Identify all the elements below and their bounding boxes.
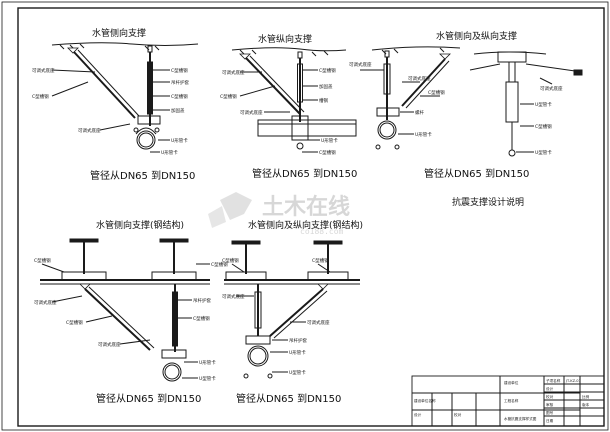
watermark: 土木在线 co188.com (208, 192, 350, 236)
watermark-brand: 土木在线 (262, 194, 350, 220)
tb-cell: 设计 (546, 386, 554, 391)
pipe-section (377, 120, 397, 140)
label: 可调式底座 (98, 341, 121, 348)
label: C型槽钢 (171, 93, 188, 100)
label: C型槽钢 (66, 319, 83, 326)
tb-cell: 校对 (546, 394, 554, 399)
label: U型管卡 (535, 149, 552, 156)
brace-channel (401, 58, 446, 107)
diagram-lateral-longitudinal-brace-steel: 水管侧向及纵向支撑(钢结构) C型槽钢 C型槽钢 可调式底座 可调式底座 吊杆护… (222, 219, 363, 405)
label: 可调式底座 (240, 109, 263, 116)
diagram3-title: 水管侧向及纵向支撑 (436, 30, 517, 42)
tb-cell: 建设单位 (504, 380, 519, 385)
tb-cell: 校对 (454, 412, 462, 417)
tb-cell: 建设单位名称 (414, 398, 436, 403)
label: 可调式底座 (540, 85, 563, 92)
watermark-logo-icon (208, 192, 252, 228)
tb-cell: 图号 (546, 410, 554, 415)
label: C型槽钢 (34, 257, 51, 264)
label: 吊杆护套 (193, 297, 211, 304)
label: C型槽钢 (312, 257, 329, 264)
rod-stiffener (147, 61, 153, 115)
label: U形管卡 (171, 137, 188, 144)
label: U型管卡 (535, 101, 552, 108)
tb-cell: JT-KZ-01 (565, 379, 581, 383)
pipe-elevation (505, 81, 519, 123)
label: C型槽钢 (211, 261, 228, 268)
label: 吊杆护套 (171, 79, 189, 86)
label: 可调式底座 (222, 293, 245, 300)
label: 加固盖 (319, 83, 333, 90)
label: C型槽钢 (220, 93, 237, 100)
ceiling-line (231, 47, 347, 52)
label: 可调式底座 (349, 61, 372, 68)
label: 吊杆护套 (289, 337, 307, 344)
brace-channel (84, 288, 151, 351)
watermark-url: co188.com (300, 227, 344, 236)
diagram2-pipe-range: 管径从DN65 到DN150 (252, 167, 357, 180)
label: C型槽钢 (171, 67, 188, 74)
label: 可调式底座 (32, 67, 55, 74)
diagram2-title: 水管纵向支撑 (258, 33, 312, 45)
ceiling-line (371, 46, 461, 51)
design-note-title: 抗震支撑设计说明 (452, 196, 524, 208)
tb-drawing-name: 水管抗震支撑样式图 (504, 416, 537, 421)
label: 可调式底座 (34, 299, 57, 306)
label: U形管卡 (199, 359, 216, 366)
brace-channel (73, 51, 136, 119)
pipe-elevation (257, 119, 357, 137)
label: C型槽钢 (319, 67, 336, 74)
label: U型管卡 (199, 375, 216, 382)
tb-cell: 比例 (582, 394, 590, 399)
label: C型槽钢 (428, 89, 445, 96)
diagram-longitudinal-brace: 水管纵向支撑 可调式底座 C型槽钢 C型槽钢 加固盖 槽钢 可调式底座 U形管卡… (220, 33, 357, 180)
label: 槽钢 (319, 97, 328, 104)
label: U形管卡 (415, 131, 432, 138)
diagram3-pipe-range: 管径从DN65 到DN150 (424, 167, 529, 180)
tb-cell: 日期 (546, 418, 554, 423)
diagram1-title: 水管侧向支撑 (92, 27, 146, 39)
tb-cell: 子项名称 (546, 378, 561, 383)
label: C型槽钢 (193, 315, 210, 322)
tb-cell: 审核 (546, 402, 554, 407)
ceiling-hatch (59, 43, 160, 51)
pipe-section (136, 130, 156, 150)
label: U形管卡 (161, 149, 178, 156)
diagram-lateral-brace: 水管侧向支撑 可调式底座 C型槽钢 C型槽钢 吊杆护套 C型槽钢 加固盖 可调式… (32, 27, 199, 182)
label: U型管卡 (289, 369, 306, 376)
title-block: 建设单位 工程名称 子项名称 设计 校对 审核 图号 日期 JT-KZ-01 比… (411, 375, 605, 427)
diagram5-title: 水管侧向及纵向支撑(钢结构) (248, 219, 363, 231)
label: 可调式底座 (408, 75, 431, 82)
label: 螺杆 (415, 109, 424, 116)
label: C型槽钢 (222, 257, 239, 264)
label: C型槽钢 (32, 93, 49, 100)
label: U形管卡 (289, 349, 306, 356)
diagram1-pipe-range: 管径从DN65 到DN150 (90, 169, 195, 182)
diagram4-pipe-range: 管径从DN65 到DN150 (96, 392, 201, 405)
diagram5-pipe-range: 管径从DN65 到DN150 (236, 392, 341, 405)
pipe-section (247, 345, 269, 367)
label: 可调式底座 (78, 127, 101, 134)
label: C型槽钢 (319, 149, 336, 156)
label: 可调式底座 (307, 319, 330, 326)
label: 加固盖 (171, 107, 185, 114)
diagram-lateral-brace-steel: 水管侧向支撑(钢结构) C型槽钢 可调式底座 C型槽钢 C型槽钢 吊杆护套 C型… (34, 219, 228, 405)
ceiling-line (51, 42, 199, 46)
label: U形管卡 (321, 137, 338, 144)
inner-border (17, 7, 605, 427)
tb-cell: 版本 (582, 402, 590, 407)
diagram-lateral-longitudinal-brace: 水管侧向及纵向支撑 可调式底座 可调式底座 C型槽钢 螺杆 U形管卡 U型管卡 … (349, 30, 583, 180)
label: 可调式底座 (222, 69, 245, 76)
pipe-section (162, 362, 182, 382)
brace-channel (245, 57, 301, 115)
tb-cell: 工程名称 (504, 398, 519, 403)
brace-channel (269, 288, 324, 337)
diagram4-title: 水管侧向支撑(钢结构) (96, 219, 184, 231)
tb-cell: 设计 (414, 412, 422, 417)
label: C型槽钢 (535, 123, 552, 130)
